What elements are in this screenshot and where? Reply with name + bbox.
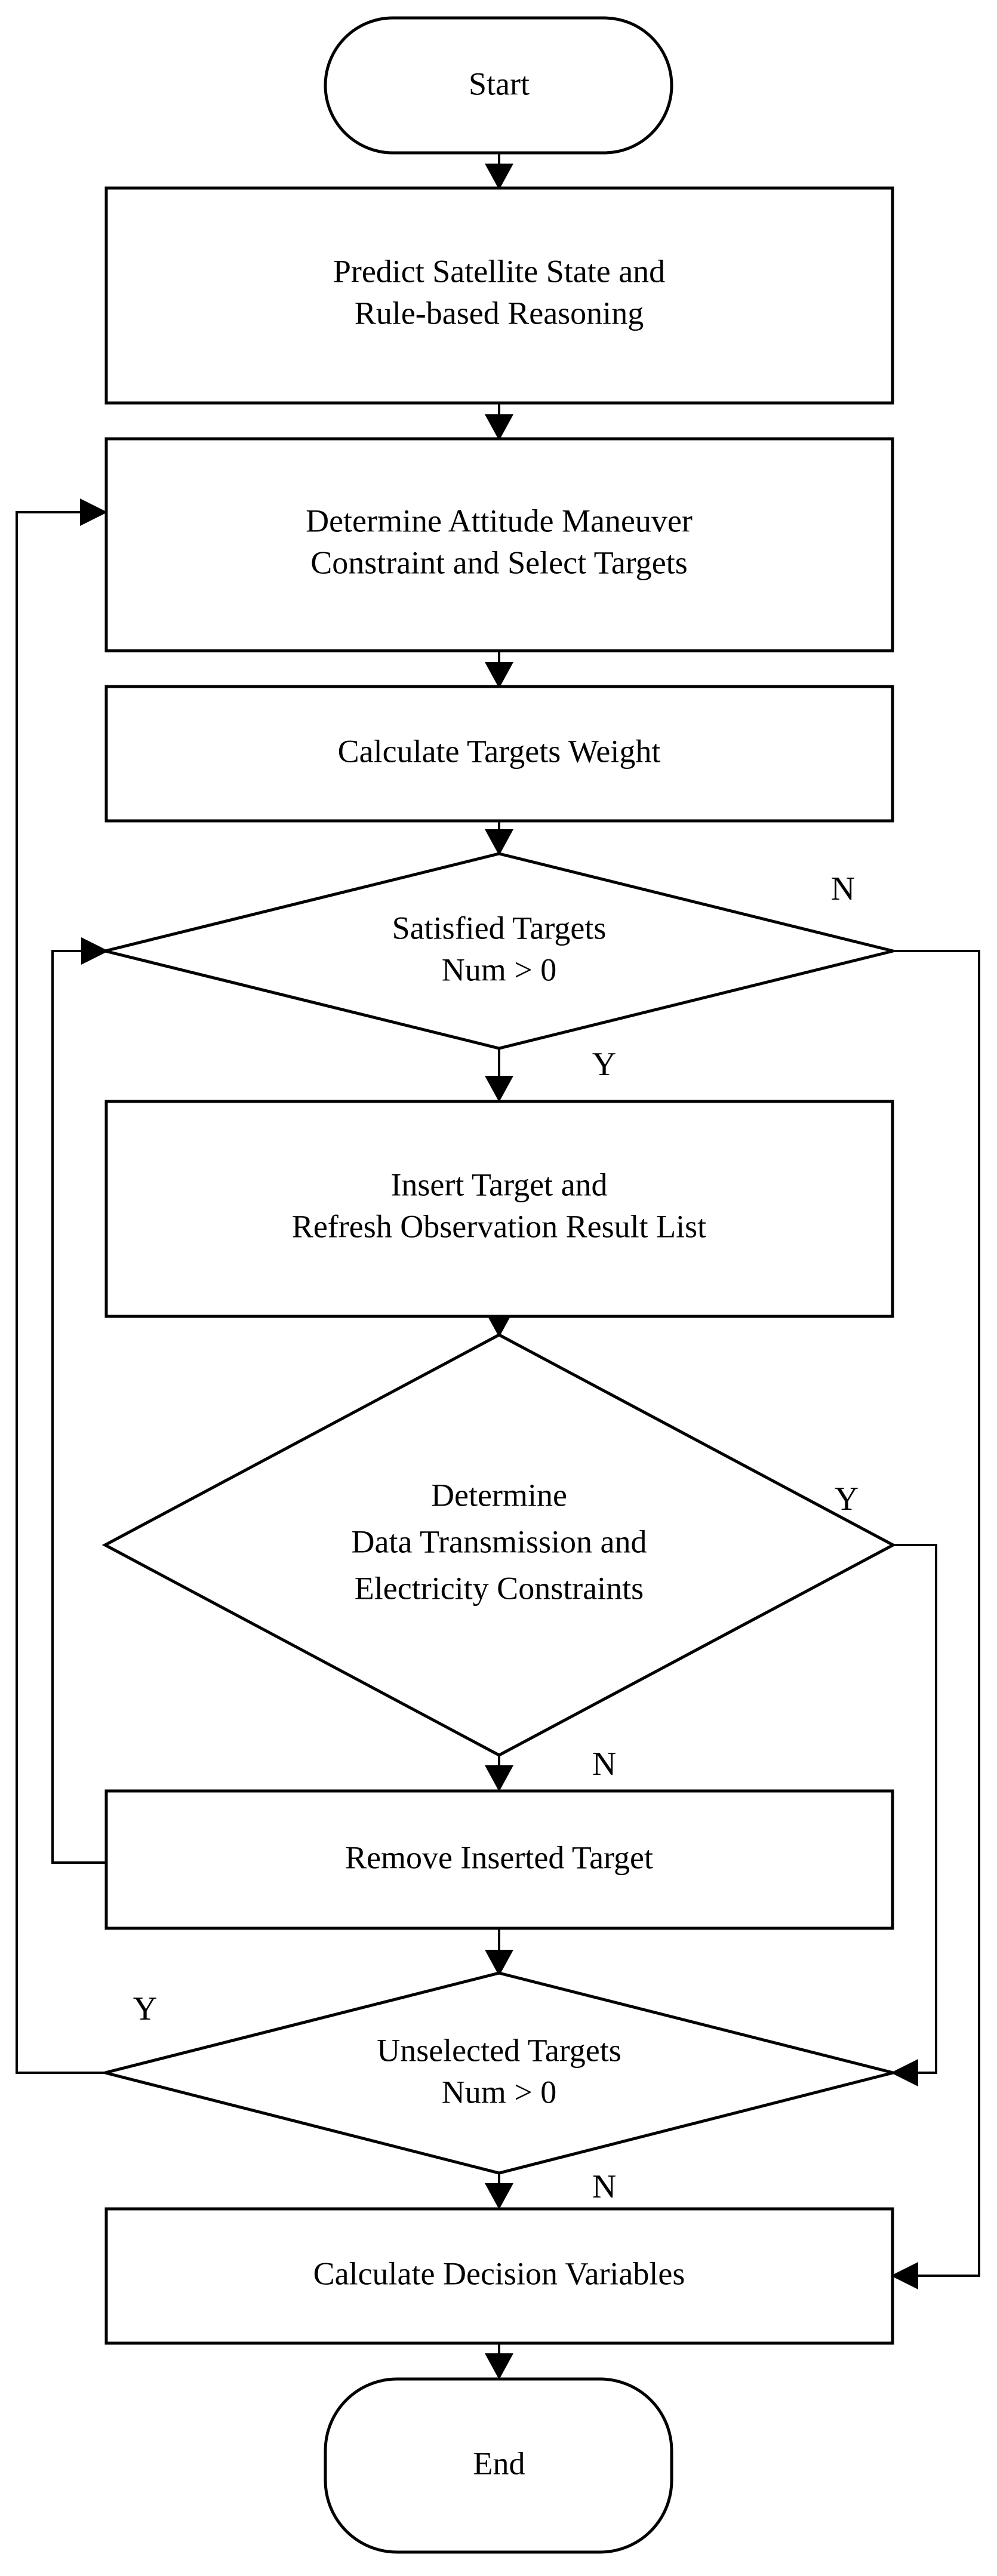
arrow-head-icon xyxy=(80,498,107,526)
end-terminator-shape xyxy=(324,2377,673,2554)
edge-predict-to-attitude xyxy=(485,403,513,441)
remove-target-process-shape xyxy=(104,1789,894,1930)
node-remove-inserted-target[interactable]: Remove Inserted Target xyxy=(104,1789,894,1930)
determine-attitude-process-shape xyxy=(104,437,894,653)
unselected-targets-label-line2: Num > 0 xyxy=(442,2074,556,2110)
arrow-head-icon xyxy=(485,2353,513,2380)
edge-unselected-yes-to-attitude xyxy=(16,498,107,2074)
start-label: Start xyxy=(469,66,530,101)
branch-label-constraints-no: N xyxy=(592,1746,616,1783)
calculate-decision-label: Calculate Decision Variables xyxy=(313,2255,685,2291)
insert-target-label-line1: Insert Target and xyxy=(390,1167,607,1202)
arrow-head-icon xyxy=(485,414,513,441)
branch-label-satisfied-no: N xyxy=(831,870,855,907)
node-satisfied-targets-decision[interactable]: Satisfied Targets Num > 0 xyxy=(104,852,894,1050)
branch-label-unselected-yes: Y xyxy=(133,1990,157,2027)
determine-attitude-label-line2: Constraint and Select Targets xyxy=(310,544,688,580)
edge-start-to-predict xyxy=(485,152,513,190)
edge-decision-to-end xyxy=(485,2343,513,2380)
edge-constraints-no-to-remove xyxy=(485,1755,513,1792)
edge-constraints-yes-to-unselected xyxy=(891,1544,937,2086)
node-insert-target[interactable]: Insert Target and Refresh Observation Re… xyxy=(104,1100,894,1318)
edge-weight-to-satisfied xyxy=(485,821,513,855)
branch-label-constraints-yes: Y xyxy=(835,1481,858,1518)
node-determine-constraints-decision[interactable]: Determine Data Transmission and Electric… xyxy=(101,1333,897,1757)
arrow-head-icon xyxy=(485,2183,513,2209)
arrow-head-icon xyxy=(81,937,109,965)
edge-attitude-to-weight xyxy=(485,651,513,688)
predict-label-line1: Predict Satellite State and xyxy=(333,253,665,289)
determine-constraints-label-line1: Determine xyxy=(431,1477,567,1513)
insert-target-process-shape xyxy=(104,1100,894,1318)
insert-target-label-line2: Refresh Observation Result List xyxy=(292,1208,706,1244)
connector-group xyxy=(16,152,980,2380)
end-label: End xyxy=(473,2445,525,2481)
edge-unselected-no-to-decision xyxy=(485,2173,513,2209)
edge-remove-to-satisfied xyxy=(51,937,109,1864)
arrow-head-icon xyxy=(485,1076,513,1102)
determine-constraints-label-line3: Electricity Constraints xyxy=(355,1570,644,1606)
arrow-head-icon xyxy=(485,1765,513,1792)
branch-label-group: N Y Y N Y N xyxy=(133,870,858,2205)
predict-process-shape xyxy=(104,186,894,405)
determine-constraints-diamond-shape xyxy=(101,1333,897,1757)
determine-constraints-label-line2: Data Transmission and xyxy=(351,1524,647,1559)
edge-remove-to-unselected xyxy=(485,1928,513,1976)
arrow-head-icon xyxy=(485,164,513,190)
arrow-head-icon xyxy=(485,662,513,688)
unselected-targets-diamond-shape xyxy=(104,1971,894,2175)
satisfied-targets-label-line2: Num > 0 xyxy=(442,952,556,987)
calculate-decision-process-shape xyxy=(104,2207,894,2345)
calculate-weight-label: Calculate Targets Weight xyxy=(338,733,661,769)
remove-target-label: Remove Inserted Target xyxy=(345,1839,653,1875)
arrow-head-icon xyxy=(891,2262,918,2289)
node-predict-satellite-state[interactable]: Predict Satellite State and Rule-based R… xyxy=(104,186,894,405)
arrow-head-icon xyxy=(485,1950,513,1976)
node-determine-attitude-maneuver[interactable]: Determine Attitude Maneuver Constraint a… xyxy=(104,437,894,653)
arrow-head-icon xyxy=(891,2059,918,2086)
node-calculate-targets-weight[interactable]: Calculate Targets Weight xyxy=(104,685,894,823)
node-calculate-decision-variables[interactable]: Calculate Decision Variables xyxy=(104,2207,894,2345)
edge-satisfied-no-to-decision xyxy=(891,950,980,2289)
node-end[interactable]: End xyxy=(324,2377,673,2554)
branch-label-satisfied-yes: Y xyxy=(592,1046,616,1083)
branch-label-unselected-no: N xyxy=(592,2168,616,2205)
start-terminator-shape xyxy=(324,16,673,155)
determine-attitude-label-line1: Determine Attitude Maneuver xyxy=(306,503,693,538)
calculate-weight-process-shape xyxy=(104,685,894,823)
arrow-head-icon xyxy=(485,829,513,855)
predict-label-line2: Rule-based Reasoning xyxy=(355,295,644,331)
satisfied-targets-diamond-shape xyxy=(104,852,894,1050)
node-unselected-targets-decision[interactable]: Unselected Targets Num > 0 xyxy=(104,1971,894,2175)
unselected-targets-label-line1: Unselected Targets xyxy=(377,2032,621,2068)
edge-satisfied-yes-to-insert xyxy=(485,1048,513,1102)
satisfied-targets-label-line1: Satisfied Targets xyxy=(392,910,607,946)
node-start[interactable]: Start xyxy=(324,16,673,155)
